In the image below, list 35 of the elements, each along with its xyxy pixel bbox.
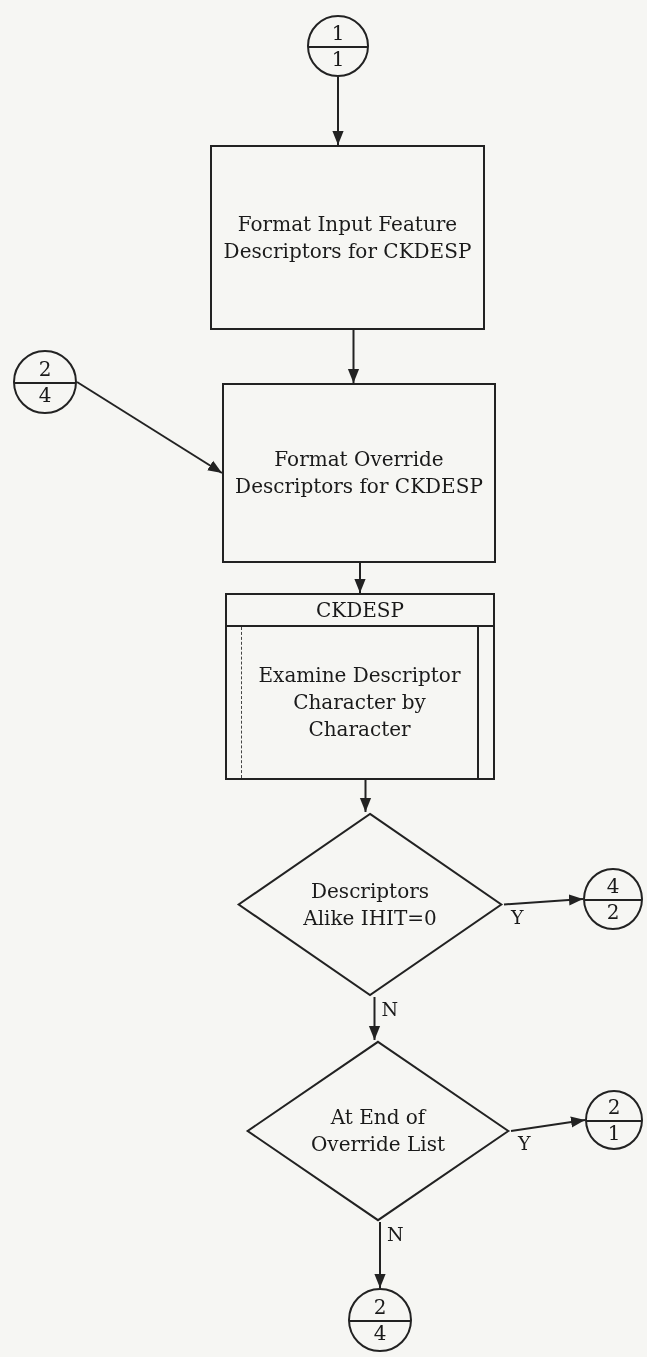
arrow	[368, 996, 381, 1041]
page-reference: 2	[38, 358, 52, 379]
box-label: Format Input Feature Descriptors for CKDESP	[222, 210, 473, 265]
page-reference: 2	[607, 1097, 621, 1118]
arrow	[332, 76, 344, 146]
connector-circle	[585, 1090, 643, 1150]
box-label: Examine Descriptor Character by Character	[257, 662, 462, 743]
page-reference: 2	[373, 1296, 387, 1317]
process-box	[210, 145, 485, 330]
decision-diamond	[245, 1040, 511, 1222]
page-reference: 1	[331, 49, 345, 69]
decision-label: At End of Override List	[309, 1104, 446, 1158]
connector-circle	[13, 350, 77, 414]
connector-circle	[307, 15, 369, 77]
decision-label: Descriptors Alike IHIT=0	[302, 877, 438, 932]
connector-circle	[348, 1288, 412, 1352]
page-reference: 4	[606, 876, 620, 896]
connector-circle	[583, 868, 643, 930]
arrow	[76, 381, 223, 474]
page-reference: 1	[331, 23, 345, 43]
arrow	[354, 562, 366, 594]
arrow	[503, 894, 584, 906]
decision-diamond	[236, 812, 504, 997]
module-name: CKDESP	[227, 595, 493, 627]
page-reference: 4	[373, 1323, 387, 1344]
page-reference: 2	[606, 902, 620, 922]
arrow	[359, 779, 372, 813]
arrow	[510, 1116, 586, 1132]
arrow	[347, 329, 360, 384]
page-reference: 1	[607, 1122, 621, 1143]
predefined-process-box	[225, 593, 495, 780]
process-box	[222, 383, 496, 563]
box-label: Format Override Descriptors for CKDESP	[234, 446, 484, 500]
arrow	[374, 1221, 386, 1289]
page-reference: 4	[38, 385, 52, 406]
